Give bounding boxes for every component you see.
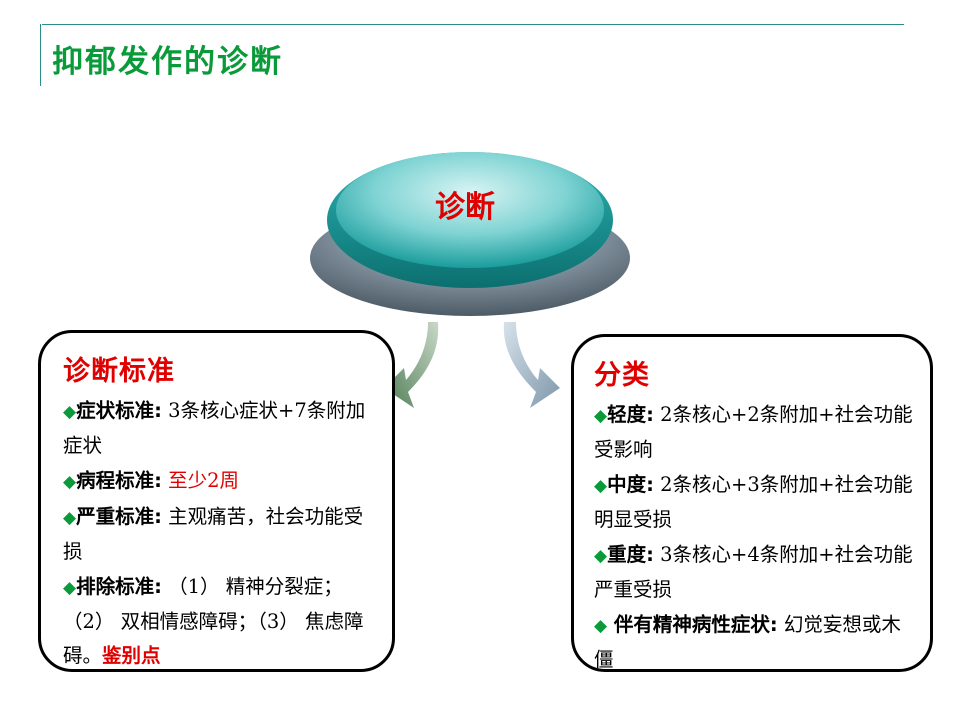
diamond-bullet-icon: ◆: [594, 616, 608, 636]
diamond-bullet-icon: ◆: [63, 472, 77, 492]
item-text: 2条核心+3条附加+社会功能明显受损: [594, 473, 913, 531]
top-rule: [42, 24, 904, 25]
criteria-heading: 诊断标准: [63, 356, 175, 387]
criteria-box: 诊断标准 ◆症状标准: 3条核心症状+7条附加症状 ◆病程标准: 至少2周 ◆严…: [38, 330, 395, 672]
classification-item-psychotic: ◆ 伴有精神病性症状: 幻觉妄想或木僵: [594, 608, 916, 677]
item-separator: :: [646, 403, 654, 426]
item-text: 3条核心症状+7条附加症状: [63, 399, 366, 457]
item-separator: :: [769, 613, 778, 636]
hub-label: 诊断: [435, 190, 495, 225]
criteria-item-symptom: ◆症状标准: 3条核心症状+7条附加症状: [63, 394, 378, 463]
slide-title: 抑郁发作的诊断: [52, 44, 283, 80]
item-text: 3条核心+4条附加+社会功能严重受损: [594, 543, 913, 601]
item-separator: :: [154, 505, 162, 528]
item-highlight: 鉴别点: [102, 644, 161, 667]
item-text: （1） 精神分裂症；（2） 双相情感障碍；（3） 焦虑障碍。: [63, 575, 364, 667]
criteria-item-course: ◆病程标准: 至少2周: [63, 464, 378, 499]
item-separator: :: [646, 473, 654, 496]
item-label: 排除标准: [76, 575, 155, 598]
classification-box: 分类 ◆轻度: 2条核心+2条附加+社会功能受影响 ◆中度: 2条核心+3条附加…: [571, 334, 933, 672]
item-label: 严重标准: [76, 505, 155, 528]
classification-item-moderate: ◆中度: 2条核心+3条附加+社会功能明显受损: [594, 468, 916, 537]
diamond-bullet-icon: ◆: [63, 508, 77, 528]
item-label: 重度: [607, 543, 647, 566]
item-highlight: 至少2周: [161, 469, 240, 492]
item-label: 中度: [607, 473, 647, 496]
classification-item-severe: ◆重度: 3条核心+4条附加+社会功能严重受损: [594, 538, 916, 607]
item-separator: :: [646, 543, 654, 566]
item-label: 伴有精神病性症状: [607, 613, 770, 636]
item-text: 主观痛苦，社会功能受损: [63, 505, 364, 563]
diamond-bullet-icon: ◆: [594, 546, 608, 566]
diamond-bullet-icon: ◆: [63, 578, 77, 598]
item-text: 幻觉妄想或木僵: [594, 613, 901, 671]
item-text: 2条核心+2条附加+社会功能受影响: [594, 403, 913, 461]
arrow-right-icon: [503, 322, 560, 408]
criteria-item-exclusion: ◆排除标准: （1） 精神分裂症；（2） 双相情感障碍；（3） 焦虑障碍。鉴别点: [63, 570, 378, 673]
diamond-bullet-icon: ◆: [594, 476, 608, 496]
side-rule: [40, 24, 41, 86]
classification-heading: 分类: [594, 360, 650, 391]
criteria-item-severity: ◆严重标准: 主观痛苦，社会功能受损: [63, 500, 378, 569]
item-label: 病程标准: [76, 469, 155, 492]
diamond-bullet-icon: ◆: [63, 402, 77, 422]
item-label: 症状标准: [76, 399, 155, 422]
item-separator: :: [154, 575, 162, 598]
diamond-bullet-icon: ◆: [594, 406, 608, 426]
hub-disc: [336, 152, 604, 268]
classification-item-mild: ◆轻度: 2条核心+2条附加+社会功能受影响: [594, 398, 916, 467]
item-label: 轻度: [607, 403, 647, 426]
item-separator: :: [154, 469, 162, 492]
arrow-left-icon: [384, 322, 439, 408]
item-separator: :: [154, 399, 162, 422]
